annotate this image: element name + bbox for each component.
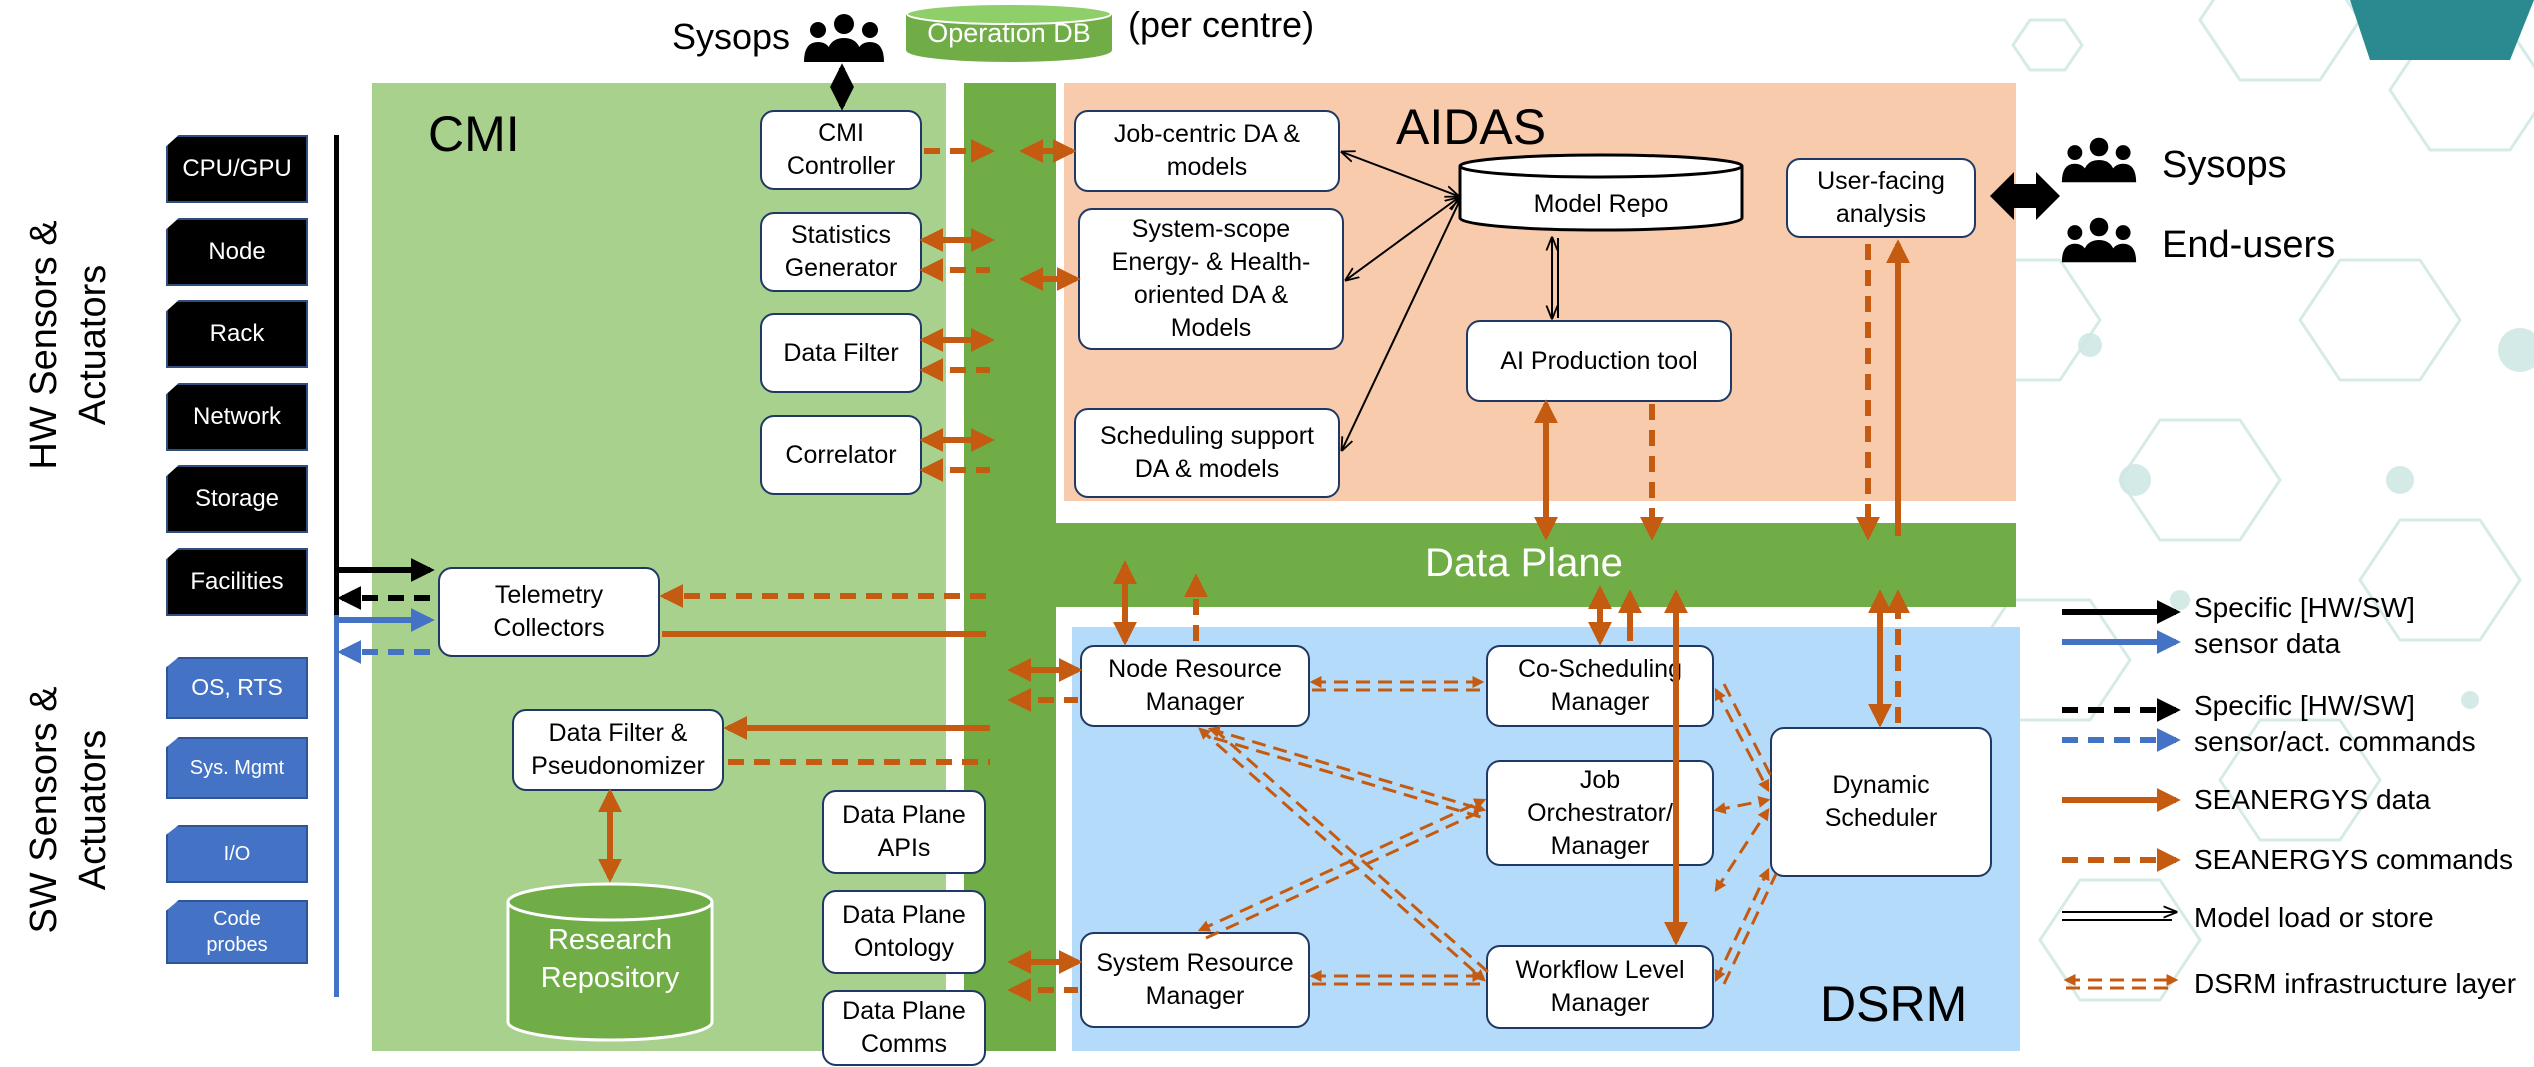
legend-model-load-store: Model load or store xyxy=(2194,902,2434,933)
legend-seanergys-data: SEANERGYS data xyxy=(2194,784,2431,815)
right-sysops-label: Sysops xyxy=(2162,144,2287,186)
hw-network: Network xyxy=(166,383,308,451)
top-sysops-label: Sysops xyxy=(672,16,791,57)
sw-sensor-bus-line xyxy=(334,615,339,997)
dynamic-scheduler[interactable]: Dynamic Scheduler xyxy=(1770,727,1992,877)
scheduling-support-da[interactable]: Scheduling support DA & models xyxy=(1074,408,1340,498)
legend-dsrm-infrastructure: DSRM infrastructure layer xyxy=(2194,968,2517,999)
cmi-title: CMI xyxy=(428,106,520,162)
data-plane-apis[interactable]: Data Plane APIs xyxy=(822,790,986,874)
hw-node: Node xyxy=(166,218,308,286)
model-repo-cylinder xyxy=(1458,153,1744,232)
workflow-level-manager[interactable]: Workflow Level Manager xyxy=(1486,945,1714,1029)
sw-code-probes: Code probes xyxy=(166,900,308,964)
model-repo-label: Model Repo xyxy=(1533,190,1669,218)
system-scope-da[interactable]: System-scope Energy- & Health- oriented … xyxy=(1078,208,1344,350)
ai-production-tool[interactable]: AI Production tool xyxy=(1466,320,1732,402)
data-plane-title: Data Plane xyxy=(1425,541,1623,585)
data-filter-pseudonomizer[interactable]: Data Filter & Pseudonomizer xyxy=(512,709,724,791)
user-facing-analysis[interactable]: User-facing analysis xyxy=(1786,158,1976,238)
legend-sensor-commands: Specific [HW/SW] sensor/act. commands xyxy=(2194,690,2476,757)
co-scheduling-manager[interactable]: Co-Scheduling Manager xyxy=(1486,645,1714,727)
hw-sensors-title: HW Sensors & Actuators xyxy=(23,220,114,470)
hw-sensor-bus-line xyxy=(334,135,339,615)
aidas-title: AIDAS xyxy=(1396,99,1547,155)
correlator[interactable]: Correlator xyxy=(760,415,922,495)
operation-db-cylinder xyxy=(906,3,1112,62)
users-icon xyxy=(804,14,884,62)
hw-rack: Rack xyxy=(166,300,308,368)
sw-sys-mgmt: Sys. Mgmt xyxy=(166,737,308,799)
right-endusers-icon xyxy=(2061,217,2137,263)
operation-db-label: Operation DB xyxy=(927,18,1091,48)
legend-sensor-data: Specific [HW/SW] sensor data xyxy=(2194,592,2415,659)
job-centric-da[interactable]: Job-centric DA & models xyxy=(1074,110,1340,192)
telemetry-collectors[interactable]: Telemetry Collectors xyxy=(438,567,660,657)
background-hex-decoration xyxy=(1938,0,2534,1002)
statistics-generator[interactable]: Statistics Generator xyxy=(760,212,922,292)
data-plane-comms[interactable]: Data Plane Comms xyxy=(822,990,986,1066)
hw-cpu-gpu: CPU/GPU xyxy=(166,135,308,203)
sw-sensors-title: SW Sensors & Actuators xyxy=(23,686,114,934)
legend-seanergys-commands: SEANERGYS commands xyxy=(2194,844,2513,875)
data-plane-ontology[interactable]: Data Plane Ontology xyxy=(822,890,986,974)
sw-os-rts: OS, RTS xyxy=(166,657,308,719)
job-orchestrator-manager[interactable]: Job Orchestrator/ Manager xyxy=(1486,760,1714,866)
cmi-controller[interactable]: CMI Controller xyxy=(760,110,922,190)
right-sysops-users-icon xyxy=(2061,137,2137,183)
data-plane-bar xyxy=(964,523,2016,607)
per-centre-label: (per centre) xyxy=(1128,4,1315,45)
research-repository-label: Research Repository xyxy=(540,924,680,994)
node-resource-manager[interactable]: Node Resource Manager xyxy=(1080,645,1310,727)
hw-facilities: Facilities xyxy=(166,548,308,616)
hw-storage: Storage xyxy=(166,465,308,533)
research-repository-cylinder xyxy=(506,882,714,1042)
system-resource-manager[interactable]: System Resource Manager xyxy=(1080,932,1310,1028)
data-filter[interactable]: Data Filter xyxy=(760,313,922,393)
sw-io: I/O xyxy=(166,825,308,883)
right-endusers-label: End-users xyxy=(2162,224,2336,266)
dsrm-title: DSRM xyxy=(1820,976,1968,1032)
